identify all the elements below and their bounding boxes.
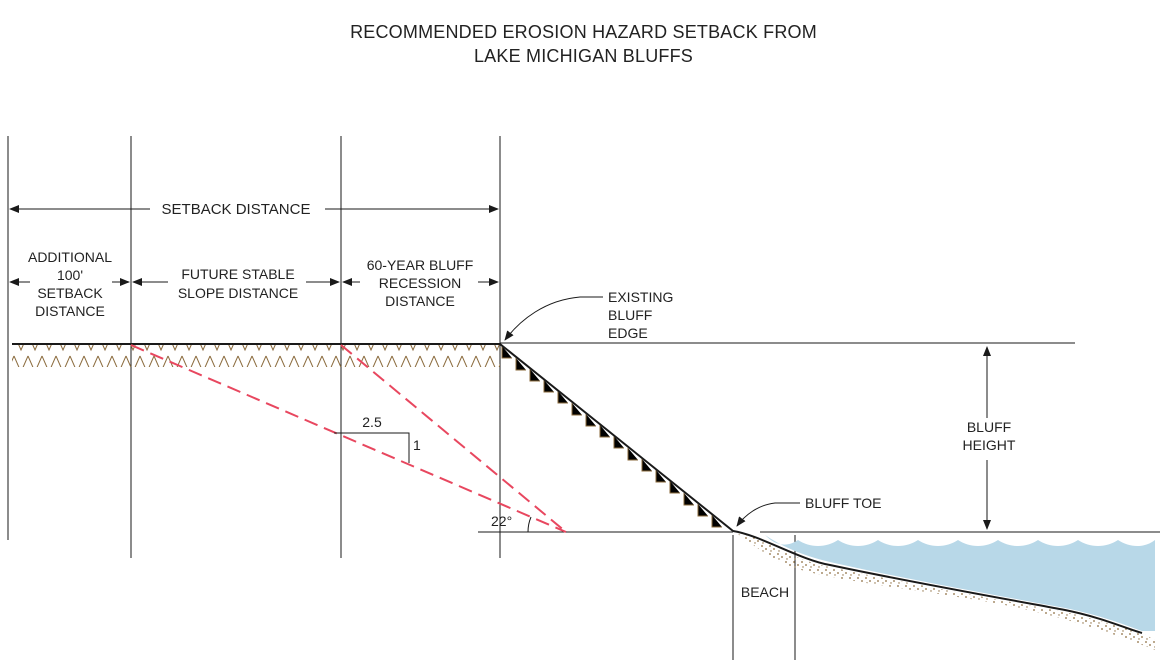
diagram-title-line-2: LAKE MICHIGAN BLUFFS — [473, 46, 694, 66]
angle-indicator: 22° — [491, 513, 532, 533]
bluff-toe-label: BLUFF TOE — [805, 495, 882, 511]
bluff-face — [499, 343, 734, 532]
setback-distance-label: SETBACK DISTANCE — [162, 201, 311, 218]
additional-setback-label-1: ADDITIONAL — [28, 249, 112, 265]
future-stable-slope-dimension: FUTURE STABLE SLOPE DISTANCE — [132, 266, 340, 301]
setback-distance-dimension: SETBACK DISTANCE — [9, 201, 499, 218]
additional-setback-dimension: ADDITIONAL 100' SETBACK DISTANCE — [9, 249, 130, 319]
slope-run-label: 2.5 — [362, 414, 382, 430]
bluff-height-label-2: HEIGHT — [963, 437, 1016, 453]
additional-setback-label-4: DISTANCE — [35, 303, 105, 319]
slope-rise-label: 1 — [413, 437, 421, 453]
recession-label-3: DISTANCE — [385, 293, 455, 309]
bluff-height-label-1: BLUFF — [967, 419, 1011, 435]
existing-bluff-edge-label-1: EXISTING — [608, 289, 673, 305]
future-stable-slope-label-2: SLOPE DISTANCE — [178, 285, 298, 301]
recession-distance-dimension: 60-YEAR BLUFF RECESSION DISTANCE — [342, 257, 499, 309]
upland-ground — [12, 342, 1075, 367]
angle-label: 22° — [491, 513, 512, 529]
existing-bluff-edge-callout: EXISTING BLUFF EDGE — [504, 289, 673, 341]
additional-setback-label-2: 100' — [57, 267, 83, 283]
existing-bluff-edge-label-2: BLUFF — [608, 307, 652, 323]
beach-label: BEACH — [741, 584, 789, 600]
shoreline — [732, 530, 1155, 650]
future-stable-slope-label-1: FUTURE STABLE — [181, 266, 294, 282]
recession-label-1: 60-YEAR BLUFF — [367, 257, 474, 273]
additional-setback-label-3: SETBACK — [37, 285, 103, 301]
boundary-lines — [7, 136, 796, 660]
slope-ratio-indicator: 2.5 1 — [334, 414, 421, 463]
diagram-title-line-1: RECOMMENDED EROSION HAZARD SETBACK FROM — [350, 22, 817, 42]
bluff-toe-callout: BLUFF TOE — [736, 495, 882, 527]
bluff-height-dimension: BLUFF HEIGHT — [963, 346, 1016, 530]
recession-label-2: RECESSION — [379, 275, 461, 291]
stable-slope-lines — [130, 344, 567, 533]
existing-bluff-edge-label-3: EDGE — [608, 325, 648, 341]
